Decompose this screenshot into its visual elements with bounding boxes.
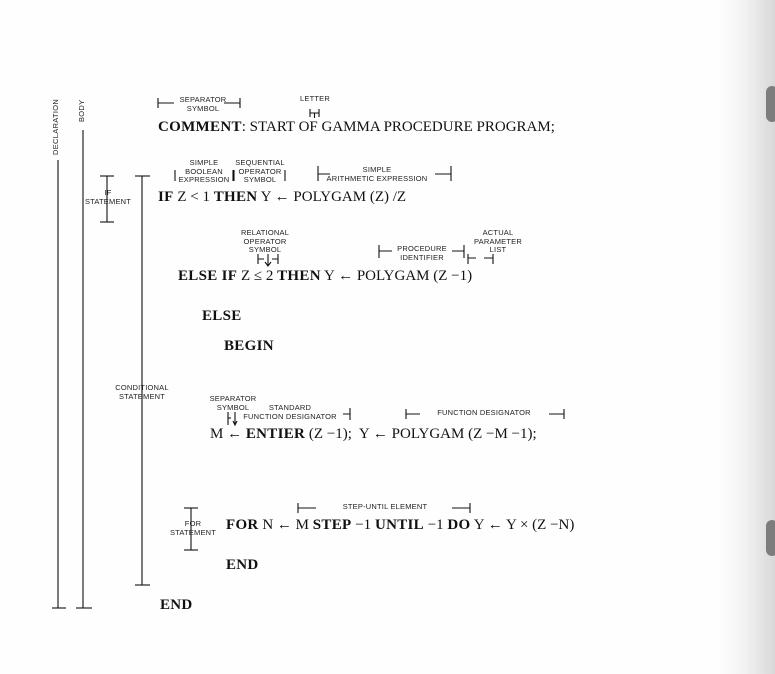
for-line: FOR N ← M STEP −1 UNTIL −1 DO Y ← Y × (Z… <box>226 517 575 533</box>
keyword-step: STEP <box>312 517 352 533</box>
separator-symbol-span <box>157 98 241 108</box>
keyword-for: FOR <box>226 517 259 533</box>
step-until-element-label: STEP-UNTIL ELEMENT <box>342 502 428 511</box>
keyword-if: IF <box>158 189 174 205</box>
simple-arithmetic-expression-label: SIMPLE ARITHMETIC EXPRESSION <box>326 165 428 183</box>
begin-line: BEGIN <box>224 338 274 355</box>
for-statement-label: FOR STATEMENT <box>169 519 217 537</box>
function-designator-label: FUNCTION DESIGNATOR <box>437 408 531 417</box>
actual-parameter-list-label: ACTUAL PARAMETER LIST <box>474 228 522 254</box>
keyword-entier: ENTIER <box>245 426 306 442</box>
separator-symbol-label: SEPARATOR SYMBOL <box>179 95 227 113</box>
keyword-begin: BEGIN <box>224 338 274 354</box>
if-statement-label: IF STATEMENT <box>84 188 132 206</box>
standard-function-designator-label: STANDARD FUNCTION DESIGNATOR <box>243 403 337 421</box>
else-if-line: ELSE IF Z ≤ 2 THEN Y ← POLYGAM (Z −1) <box>178 268 473 284</box>
procedure-identifier-label: PROCEDURE IDENTIFIER <box>397 244 447 262</box>
binding-hole <box>766 86 775 122</box>
keyword-until: UNTIL <box>374 517 424 533</box>
keyword-then: THEN <box>213 189 258 205</box>
conditional-statement-label: CONDITIONAL STATEMENT <box>115 383 169 401</box>
if-line: IF Z < 1 THEN Y ← POLYGAM (Z) /Z <box>158 189 407 205</box>
relational-operator-symbol-label: RELATIONAL OPERATOR SYMBOL <box>240 228 290 254</box>
comment-line: COMMENT: START OF GAMMA PROCEDURE PROGRA… <box>158 119 555 135</box>
keyword-end: END <box>160 597 193 613</box>
simple-boolean-expression-label: SIMPLE BOOLEAN EXPRESSION <box>178 158 230 184</box>
sequential-operator-symbol-label: SEQUENTIAL OPERATOR SYMBOL <box>235 158 285 184</box>
body-label: BODY <box>77 99 86 122</box>
keyword-else-if: ELSE IF <box>178 268 238 284</box>
keyword-do: DO <box>447 517 471 533</box>
outer-end-line: END <box>160 597 193 614</box>
binding-hole <box>766 520 775 556</box>
keyword-then: THEN <box>277 268 321 284</box>
else-line: ELSE <box>202 308 242 325</box>
declaration-label: DECLARATION <box>51 98 60 155</box>
keyword-comment: COMMENT <box>158 119 242 135</box>
inner-end-line: END <box>226 557 259 574</box>
assignment-line: M ← ENTIER (Z −1); Y ← POLYGAM (Z −M −1)… <box>210 426 537 442</box>
separator-symbol-label-2: SEPARATOR SYMBOL <box>209 394 257 412</box>
page-edge-shadow <box>715 0 775 674</box>
keyword-else: ELSE <box>202 308 242 324</box>
letter-label: LETTER <box>300 94 330 103</box>
keyword-end: END <box>226 557 259 573</box>
